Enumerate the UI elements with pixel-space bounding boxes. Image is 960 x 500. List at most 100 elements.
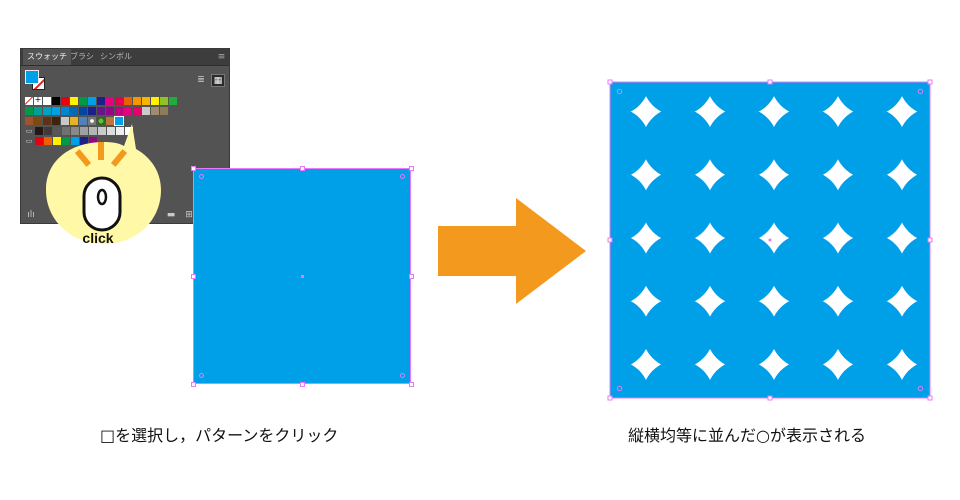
tab-swatches[interactable]: スウォッチ [23, 49, 71, 65]
color-swatch[interactable] [169, 97, 177, 105]
color-swatch[interactable] [142, 97, 150, 105]
resize-handle[interactable] [299, 165, 305, 171]
corner-radius-widget[interactable] [616, 88, 623, 95]
color-swatch[interactable] [79, 117, 87, 125]
color-swatch[interactable] [34, 107, 42, 115]
color-swatch[interactable] [53, 127, 61, 135]
color-swatch[interactable] [61, 97, 69, 105]
color-swatch[interactable] [52, 117, 60, 125]
color-swatch[interactable] [133, 107, 141, 115]
grid-view-icon[interactable]: ▦ [211, 74, 225, 87]
color-swatch[interactable] [98, 127, 106, 135]
color-swatch[interactable] [116, 127, 124, 135]
color-swatch[interactable] [71, 137, 79, 145]
panel-menu-icon[interactable]: ≡ [217, 52, 226, 62]
color-swatch[interactable] [61, 117, 69, 125]
color-swatch[interactable] [89, 137, 97, 145]
fill-color-swatch[interactable] [25, 70, 39, 84]
swatch-none[interactable] [25, 97, 33, 105]
color-swatch[interactable] [142, 107, 150, 115]
swatch-dot-pattern-selected[interactable] [114, 116, 124, 126]
color-swatch[interactable] [106, 107, 114, 115]
color-swatch[interactable] [106, 97, 114, 105]
color-swatch[interactable] [80, 127, 88, 135]
new-swatch-icon[interactable]: ⊞ [185, 210, 193, 220]
resize-handle[interactable] [767, 79, 773, 85]
color-swatch[interactable] [52, 107, 60, 115]
color-swatch[interactable] [160, 107, 168, 115]
swatch-pattern[interactable] [88, 117, 96, 125]
corner-radius-widget[interactable] [616, 385, 623, 392]
resize-handle[interactable] [767, 395, 773, 401]
new-color-group-icon[interactable]: ▬ [166, 210, 176, 220]
color-swatch[interactable] [97, 97, 105, 105]
color-swatch[interactable] [160, 97, 168, 105]
color-swatch[interactable] [107, 127, 115, 135]
color-swatch[interactable] [125, 127, 133, 135]
corner-radius-widget[interactable] [199, 174, 205, 180]
color-swatch[interactable] [97, 107, 105, 115]
color-swatch[interactable] [71, 127, 79, 135]
resize-handle[interactable] [190, 165, 196, 171]
tab-brushes[interactable]: ブラシ [70, 52, 94, 61]
color-swatch[interactable] [62, 127, 70, 135]
color-group-folder-icon[interactable]: ▭ [25, 127, 33, 135]
resize-handle[interactable] [927, 237, 933, 243]
color-swatch[interactable] [53, 137, 61, 145]
resize-handle[interactable] [927, 79, 933, 85]
color-swatch[interactable] [151, 97, 159, 105]
color-swatch[interactable] [70, 97, 78, 105]
color-swatch[interactable] [79, 97, 87, 105]
resize-handle[interactable] [190, 381, 196, 387]
resize-handle[interactable] [299, 381, 305, 387]
color-swatch[interactable] [44, 127, 52, 135]
color-swatch[interactable] [151, 107, 159, 115]
swatch-pattern[interactable] [97, 117, 105, 125]
color-swatch[interactable] [25, 117, 33, 125]
color-group-folder-icon[interactable]: ▭ [25, 137, 33, 145]
color-swatch[interactable] [43, 117, 51, 125]
color-swatch[interactable] [115, 107, 123, 115]
color-swatch[interactable] [35, 137, 43, 145]
swatch-libraries-icon[interactable]: ılı [27, 210, 35, 220]
color-swatch[interactable] [25, 107, 33, 115]
swatch-registration[interactable] [34, 95, 42, 105]
corner-radius-widget[interactable] [199, 372, 205, 378]
color-swatch[interactable] [70, 117, 78, 125]
color-swatch[interactable] [89, 127, 97, 135]
color-swatch[interactable] [35, 127, 43, 135]
resize-handle[interactable] [607, 79, 613, 85]
color-swatch[interactable] [80, 137, 88, 145]
corner-radius-widget[interactable] [917, 88, 924, 95]
fill-stroke-indicator[interactable] [25, 70, 45, 90]
resize-handle[interactable] [190, 273, 196, 279]
color-swatch[interactable] [61, 107, 69, 115]
color-swatch[interactable] [79, 107, 87, 115]
resize-handle[interactable] [408, 165, 414, 171]
color-swatch[interactable] [124, 107, 132, 115]
color-swatch[interactable] [34, 117, 42, 125]
color-swatch[interactable] [52, 97, 60, 105]
color-swatch[interactable] [133, 97, 141, 105]
pattern-filled-rectangle[interactable] [606, 78, 934, 402]
color-swatch[interactable] [88, 97, 96, 105]
resize-handle[interactable] [607, 237, 613, 243]
tab-symbols[interactable]: シンボル [100, 52, 132, 61]
corner-radius-widget[interactable] [399, 372, 405, 378]
corner-radius-widget[interactable] [399, 174, 405, 180]
resize-handle[interactable] [408, 381, 414, 387]
color-swatch[interactable] [62, 137, 70, 145]
color-swatch[interactable] [106, 117, 114, 125]
color-swatch[interactable] [43, 107, 51, 115]
color-swatch[interactable] [88, 107, 96, 115]
pattern-selection-handles[interactable] [607, 79, 933, 401]
color-swatch[interactable] [115, 97, 123, 105]
resize-handle[interactable] [927, 395, 933, 401]
color-swatch[interactable] [44, 137, 52, 145]
resize-handle[interactable] [408, 273, 414, 279]
color-swatch[interactable] [124, 97, 132, 105]
list-view-icon[interactable]: ≣ [197, 75, 205, 85]
corner-radius-widget[interactable] [917, 385, 924, 392]
resize-handle[interactable] [607, 395, 613, 401]
color-swatch[interactable] [43, 97, 51, 105]
